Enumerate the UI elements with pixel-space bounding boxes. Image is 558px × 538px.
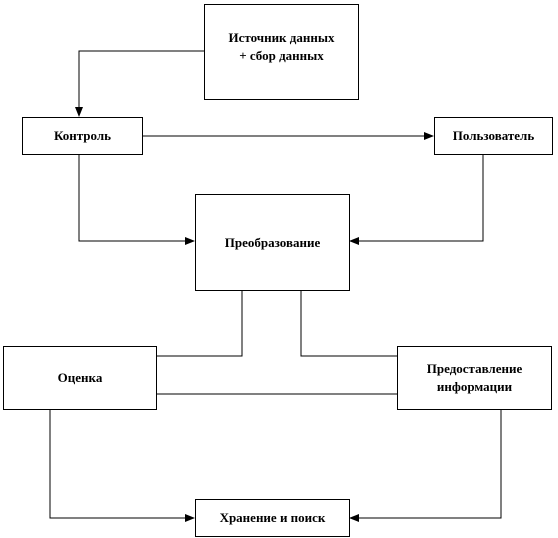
node-storage-retrieval-label: Хранение и поиск [219,510,326,525]
node-information-provision-line2: информации [436,379,513,394]
connector-user-to-transform [349,154,484,245]
node-information-provision: Предоставление информации [397,346,552,410]
node-control: Контроль [22,117,143,155]
node-user-label: Пользователь [452,128,535,143]
node-evaluation-label: Оценка [57,370,103,385]
connector-provision-to-storage [349,410,502,522]
node-data-source-line2: + сбор данных [239,48,324,63]
connector-transform-to-provision [300,290,397,357]
node-transform-label: Преобразование [224,234,321,250]
connector-transform-to-evaluation [157,290,243,357]
node-evaluation: Оценка [3,346,157,410]
node-information-provision-line1: Предоставление [426,361,523,376]
node-user: Пользователь [434,117,553,155]
connector-source-to-control [75,50,204,117]
node-data-source-line1: Источник данных [228,30,335,45]
connector-evaluation-to-storage [49,410,195,522]
node-storage-retrieval: Хранение и поиск [195,499,350,537]
node-control-label: Контроль [53,128,112,143]
node-transform: Преобразование [195,194,350,291]
node-data-source: Источник данных + сбор данных [204,4,359,100]
connector-control-to-transform [78,154,195,245]
